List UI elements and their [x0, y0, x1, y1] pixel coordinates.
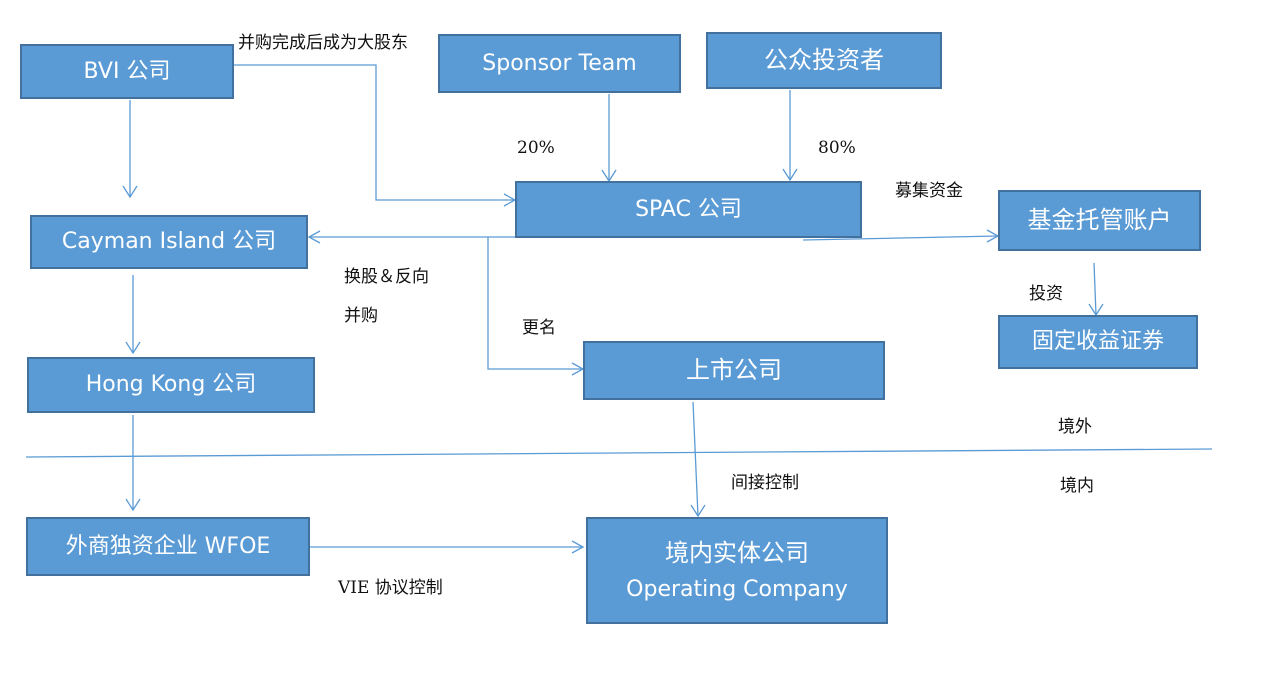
- operating-company-en-name: Operating Company: [626, 577, 848, 603]
- sponsor-team-box: Sponsor Team: [438, 34, 681, 93]
- arrowhead-cayman-to-hk: [125, 341, 141, 355]
- arrow-trust-to-fixed: [1093, 262, 1097, 316]
- label-share-swap: 换股＆反向: [344, 267, 429, 287]
- label-invest: 投资: [1029, 284, 1063, 304]
- arrow-spac-to-listed: [487, 237, 583, 370]
- fixed-income-box: 固定收益证券: [998, 315, 1198, 369]
- offshore-onshore-divider: [25, 448, 1213, 458]
- label-raise-funds: 募集资金: [895, 181, 963, 201]
- arrowhead-hk-to-wfoe: [125, 498, 141, 512]
- label-merger-major-shareholder: 并购完成后成为大股东: [238, 33, 408, 53]
- operating-company-box: 境内实体公司 Operating Company: [586, 517, 888, 624]
- hong-kong-company-box: Hong Kong 公司: [27, 357, 315, 413]
- arrowhead-bvi-to-cayman: [122, 185, 138, 199]
- label-rename: 更名: [522, 318, 556, 338]
- arrowhead-listed-to-operating: [690, 504, 706, 518]
- label-onshore: 境内: [1060, 476, 1094, 496]
- bvi-company-box: BVI 公司: [20, 44, 234, 99]
- label-public-percent: 80%: [818, 138, 856, 158]
- label-share-swap-merger: 并购: [344, 306, 378, 326]
- label-offshore: 境外: [1058, 417, 1092, 437]
- arrowhead-public-to-spac: [782, 168, 798, 182]
- arrow-listed-to-operating: [692, 401, 699, 517]
- operating-company-cn-name: 境内实体公司: [665, 538, 809, 567]
- spac-company-box: SPAC 公司: [515, 181, 862, 238]
- wfoe-box: 外商独资企业 WFOE: [26, 517, 310, 576]
- cayman-company-box: Cayman Island 公司: [30, 215, 308, 269]
- arrow-bvi-to-spac: [233, 64, 515, 201]
- public-investors-box: 公众投资者: [706, 32, 942, 89]
- arrow-spac-to-trust: [802, 235, 999, 241]
- listed-company-box: 上市公司: [583, 341, 885, 400]
- arrowhead-spac-to-cayman: [307, 230, 321, 244]
- label-sponsor-percent: 20%: [517, 138, 555, 158]
- label-indirect-control: 间接控制: [731, 473, 799, 493]
- arrowhead-wfoe-to-operating: [571, 540, 585, 554]
- label-vie-control: VIE 协议控制: [338, 578, 443, 598]
- trust-account-box: 基金托管账户: [998, 190, 1201, 251]
